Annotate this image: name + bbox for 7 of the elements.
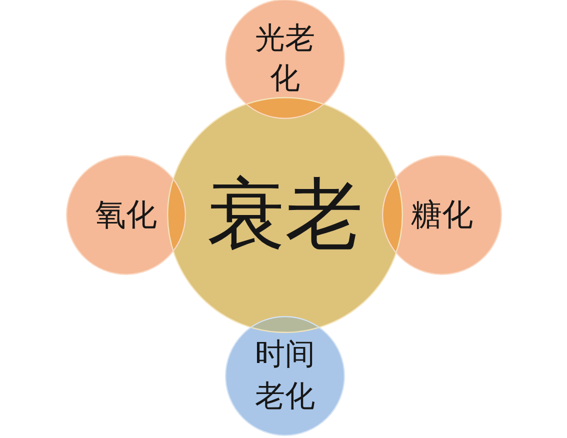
circle-label: 光老化: [254, 20, 316, 98]
circle-label: 糖化: [410, 196, 474, 235]
circle-label: 衰老: [206, 170, 364, 260]
satellite-circle: [382, 155, 502, 275]
circle-label: 时间老化: [254, 336, 316, 416]
circle-label: 氧化: [94, 196, 158, 235]
satellite-circle: [225, 316, 345, 436]
